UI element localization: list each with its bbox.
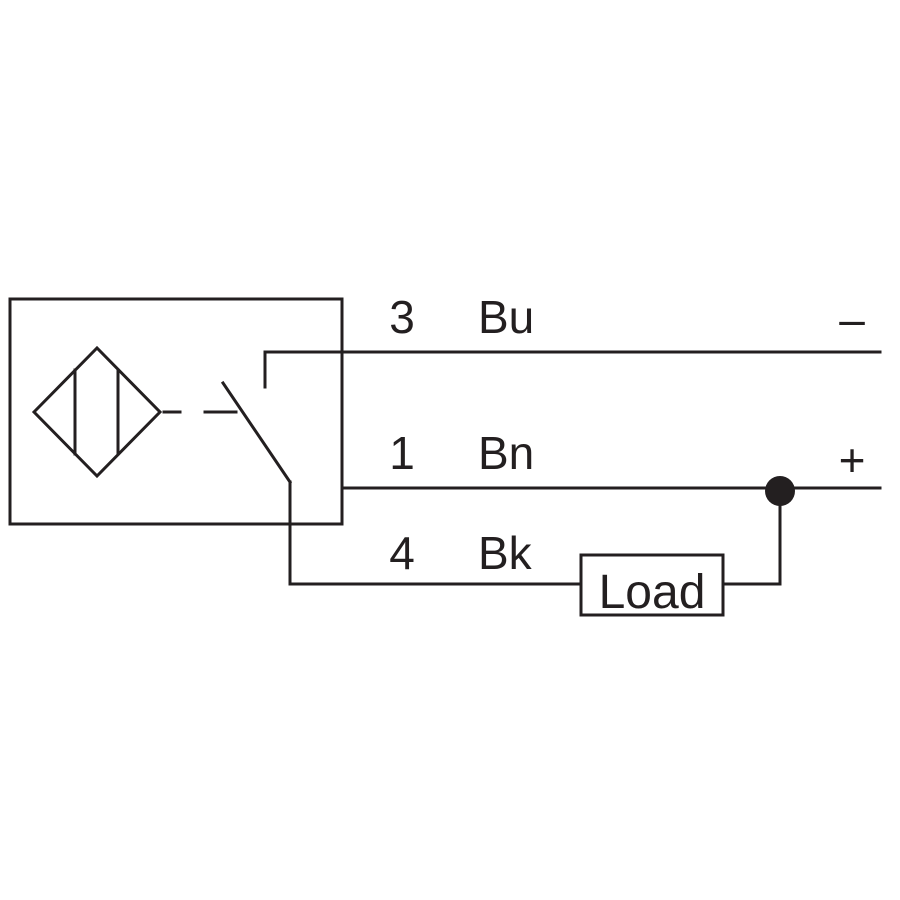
inductive-sensor-icon — [31, 345, 163, 479]
pin-label-4: 4 — [389, 527, 415, 579]
color-label-bk: Bk — [478, 527, 533, 579]
polarity-negative: – — [839, 293, 865, 345]
pin-label-3: 3 — [389, 291, 415, 343]
color-label-bu: Bu — [478, 291, 534, 343]
load-label: Load — [599, 566, 706, 619]
polarity-positive: + — [839, 434, 866, 486]
switch-contact — [220, 350, 344, 485]
load-box: Load — [579, 553, 725, 619]
sensor-housing — [8, 297, 344, 526]
pin-label-1: 1 — [389, 427, 415, 479]
color-label-bn: Bn — [478, 427, 534, 479]
junction-dot — [765, 476, 795, 506]
wire-black — [288, 480, 782, 586]
